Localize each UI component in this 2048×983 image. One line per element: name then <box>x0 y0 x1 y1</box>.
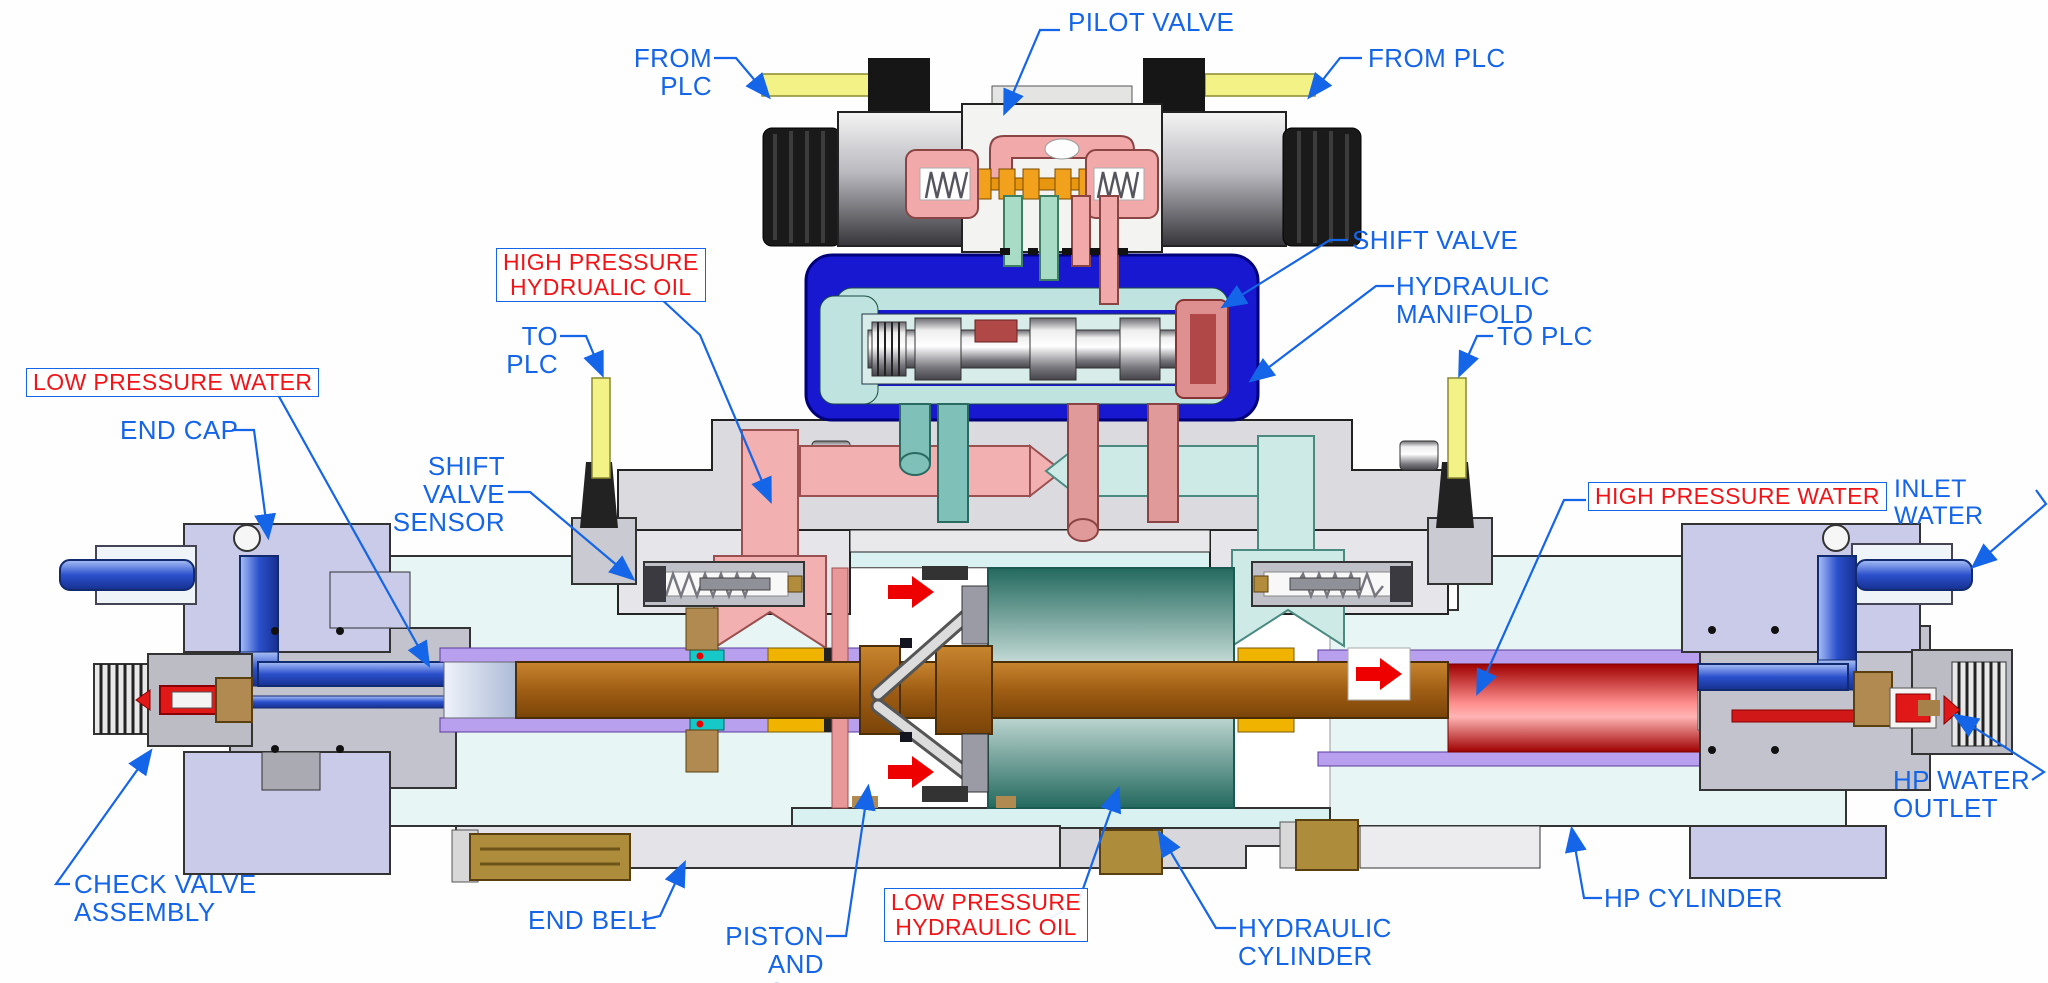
leader-end-bell <box>641 860 686 922</box>
leader-check-valve <box>53 748 153 886</box>
solenoid-right <box>1282 127 1362 247</box>
o-rings <box>271 626 1779 754</box>
leader-from-plc-left <box>714 56 771 100</box>
inlet-fitting-right <box>1697 543 1973 691</box>
shift-valve-spool <box>861 299 1229 399</box>
label-hp-cylinder: HP CYLINDER <box>1604 883 1783 913</box>
leader-from-plc-right <box>1307 56 1362 100</box>
leader-end-cap <box>232 428 277 541</box>
piston-assembly <box>852 566 1016 808</box>
leader-sv-sensor <box>508 490 636 581</box>
shift-valve-sensor-right <box>1251 561 1413 607</box>
leader-pilot-valve <box>1003 28 1060 117</box>
label-low-pressure-hydraulic-oil: LOW PRESSURE HYDRAULIC OIL <box>884 888 1089 942</box>
label-pilot-valve: PILOT VALVE <box>1068 7 1235 37</box>
flow-arrows <box>888 576 1411 788</box>
leader-hp-oil <box>657 295 772 505</box>
plc-sensor-right <box>1427 377 1493 585</box>
leader-piston <box>826 783 876 938</box>
label-shift-valve-sensor: SHIFT VALVE SENSOR <box>392 451 505 538</box>
leader-to-plc-right <box>1458 334 1493 379</box>
bottom-fasteners <box>1099 819 1541 875</box>
label-hp-water-outlet: HP WATER OUTLET <box>1893 765 2031 824</box>
leader-to-plc-left <box>560 334 604 379</box>
check-valve-left <box>93 653 253 747</box>
label-to-plc-right: TO PLC <box>1497 321 1593 351</box>
label-check-valve-assembly: CHECK VALVE ASSEMBLY <box>74 869 257 928</box>
leader-hp-outlet <box>1952 713 2047 781</box>
pilot-valve-assembly <box>761 58 1362 305</box>
label-to-plc-left: TO PLC <box>506 321 558 380</box>
label-high-pressure-hydraulic-oil: HIGH PRESSURE HYDRUALIC OIL <box>496 248 706 302</box>
shift-valve-sensor-left <box>643 561 805 607</box>
leader-hp-cyl <box>1564 825 1602 900</box>
end-cap-left <box>183 523 411 875</box>
label-from-plc-right: FROM PLC <box>1368 43 1506 73</box>
manifold-pipes <box>899 403 1179 542</box>
label-hydraulic-cylinder: HYDRAULIC CYLINDER <box>1238 913 1392 972</box>
label-hydraulic-manifold: HYDRAULIC MANIFOLD <box>1396 271 1550 330</box>
label-low-pressure-water: LOW PRESSURE WATER <box>26 368 320 397</box>
label-piston-and-plunger-assembly: PISTON AND PLUNGER ASSEMBLY <box>696 921 824 983</box>
label-end-cap: END CAP <box>120 415 239 445</box>
plc-sensor-left <box>571 377 637 585</box>
label-inlet-water: INLET WATER <box>1894 475 1984 530</box>
label-end-bell: END BELL <box>528 905 657 935</box>
leader-manifold <box>1248 284 1394 383</box>
leader-shift-valve <box>1220 238 1348 309</box>
end-bell-left <box>451 825 1061 883</box>
from-plc-wire-left <box>761 73 873 97</box>
from-plc-wire-right <box>1204 73 1316 97</box>
leader-inlet-water <box>1970 489 2048 569</box>
label-high-pressure-water: HIGH PRESSURE WATER <box>1588 482 1887 511</box>
leader-hyd-cyl <box>1157 830 1236 930</box>
label-from-plc-left: FROM PLC <box>633 43 712 102</box>
pilot-valve-body <box>905 85 1163 305</box>
label-shift-valve: SHIFT VALVE <box>1352 225 1519 255</box>
leader-hp-water <box>1476 498 1586 697</box>
